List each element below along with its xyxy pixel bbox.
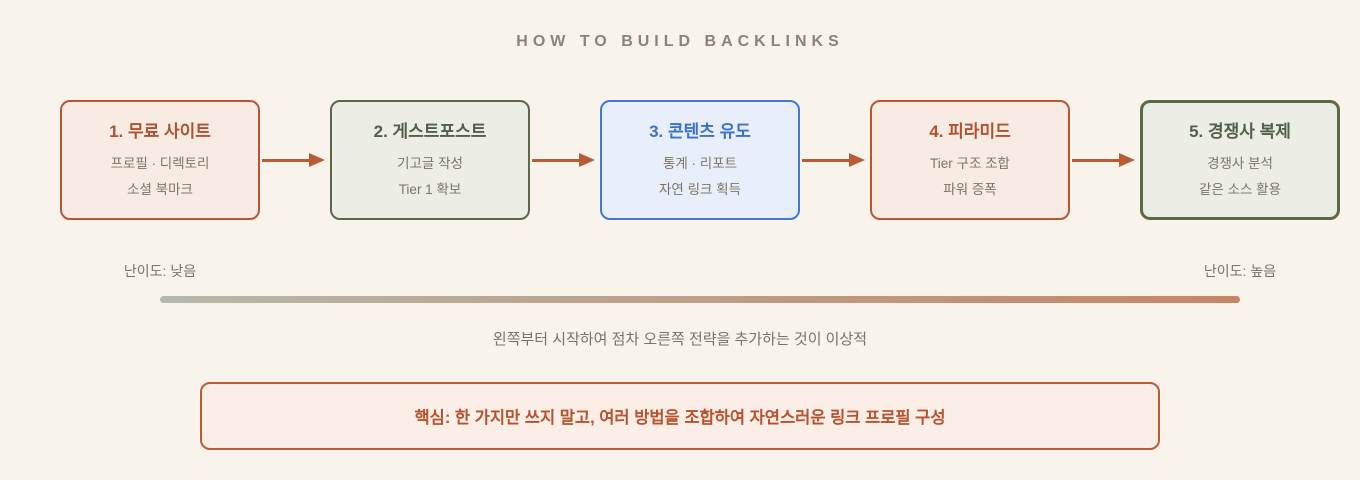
step-3-title: 3. 콘텐츠 유도 — [649, 122, 751, 141]
arrow-head — [579, 153, 595, 167]
step-2-title: 2. 게스트포스트 — [373, 122, 487, 141]
arrow-shaft — [532, 158, 579, 162]
strategy-note: 왼쪽부터 시작하여 점차 오른쪽 전략을 추가하는 것이 이상적 — [492, 331, 868, 348]
step-1-line-2: 소셜 북마크 — [127, 182, 193, 197]
difficulty-low-label: 난이도: 낮음 — [123, 263, 197, 279]
arrow-icon — [260, 100, 330, 220]
arrow-shaft — [802, 158, 849, 162]
arrow-shaft — [1072, 158, 1119, 162]
step-2-line-2: Tier 1 확보 — [398, 182, 462, 197]
difficulty-gradient-bar — [160, 296, 1240, 303]
arrow-head — [309, 153, 325, 167]
key-message-text: 핵심: 한 가지만 쓰지 말고, 여러 방법을 조합하여 자연스러운 링크 프로… — [414, 409, 946, 427]
step-5-line-2: 같은 소스 활용 — [1198, 182, 1282, 197]
step-2-line-1: 기고글 작성 — [397, 156, 463, 171]
step-3-line-2: 자연 링크 획득 — [658, 182, 742, 197]
difficulty-high-label: 난이도: 높음 — [1203, 263, 1277, 279]
step-box-4: 4. 피라미드 Tier 구조 조합 파워 증폭 — [870, 100, 1070, 220]
step-box-3: 3. 콘텐츠 유도 통계 · 리포트 자연 링크 획득 — [600, 100, 800, 220]
step-4-line-2: 파워 증폭 — [943, 182, 997, 197]
step-4-line-1: Tier 구조 조합 — [930, 156, 1010, 171]
page-title: HOW TO BUILD BACKLINKS — [516, 33, 844, 50]
step-3-line-1: 통계 · 리포트 — [662, 156, 738, 171]
step-4-title: 4. 피라미드 — [929, 122, 1011, 141]
step-5-title: 5. 경쟁사 복제 — [1189, 122, 1291, 141]
flow-row: 1. 무료 사이트 프로필 · 디렉토리 소셜 북마크 2. 게스트포스트 기고… — [60, 100, 1340, 220]
step-box-5: 5. 경쟁사 복제 경쟁사 분석 같은 소스 활용 — [1140, 100, 1340, 220]
step-5-line-1: 경쟁사 분석 — [1207, 156, 1273, 171]
step-box-1: 1. 무료 사이트 프로필 · 디렉토리 소셜 북마크 — [60, 100, 260, 220]
step-1-title: 1. 무료 사이트 — [109, 122, 211, 141]
step-box-2: 2. 게스트포스트 기고글 작성 Tier 1 확보 — [330, 100, 530, 220]
key-message-box: 핵심: 한 가지만 쓰지 말고, 여러 방법을 조합하여 자연스러운 링크 프로… — [200, 382, 1160, 450]
arrow-icon — [800, 100, 870, 220]
arrow-head — [1119, 153, 1135, 167]
arrow-shaft — [262, 158, 309, 162]
arrow-icon — [1070, 100, 1140, 220]
arrow-icon — [530, 100, 600, 220]
arrow-head — [849, 153, 865, 167]
step-1-line-1: 프로필 · 디렉토리 — [110, 156, 210, 171]
